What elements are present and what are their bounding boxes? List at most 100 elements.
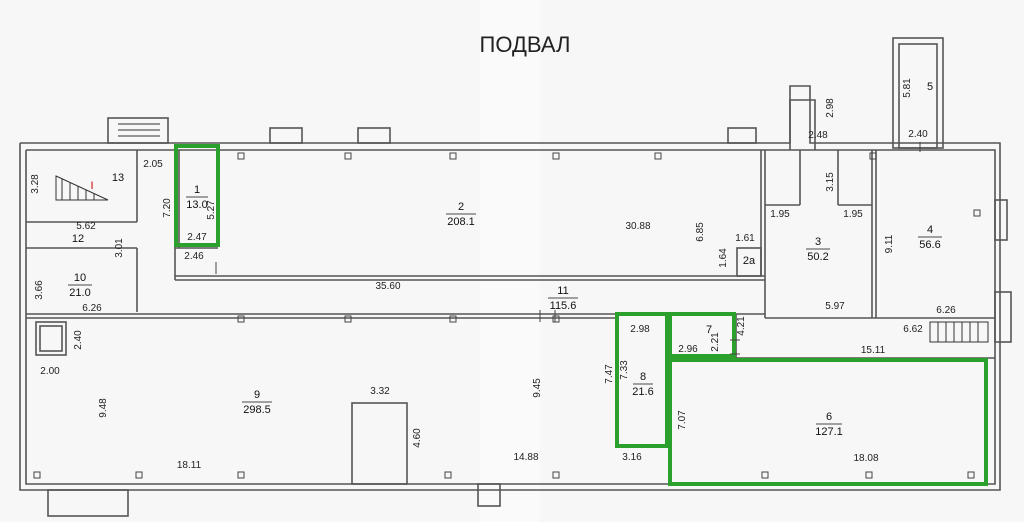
svg-text:1: 1 (194, 184, 200, 196)
room-label-8: 8 21.6 (632, 371, 653, 398)
svg-text:8: 8 (640, 371, 646, 383)
svg-text:50.2: 50.2 (807, 251, 828, 263)
room-label-13: 13 (112, 172, 124, 184)
dim-2-00: 2.00 (40, 366, 60, 377)
room-label-12: 12 (72, 233, 84, 245)
room-9-hatch-inner (39, 325, 63, 352)
svg-text:208.1: 208.1 (447, 216, 475, 228)
stairs-room-6 (929, 321, 989, 343)
dim-1-64: 1.64 (718, 248, 729, 268)
dim-2-05: 2.05 (143, 159, 163, 170)
dim-6-26-a: 6.26 (82, 303, 102, 314)
dim-5-27: 5.27 (206, 200, 217, 220)
shaft-walls (789, 99, 816, 150)
plan-title: ПОДВАЛ (480, 32, 571, 57)
light-well-3 (357, 127, 391, 144)
dim-2-21: 2.21 (710, 332, 721, 352)
highlight-room-1[interactable] (174, 144, 220, 247)
svg-text:127.1: 127.1 (815, 426, 843, 438)
room-label-4: 4 56.6 (918, 224, 942, 251)
dim-7-47: 7.47 (604, 364, 615, 384)
dim-2-98-b: 2.98 (630, 324, 650, 335)
right-entrance (994, 291, 1012, 343)
dim-3-01: 3.01 (114, 238, 125, 258)
dim-30-88: 30.88 (625, 221, 650, 232)
svg-text:115.6: 115.6 (550, 300, 577, 312)
dim-6-26-b: 6.26 (936, 305, 956, 316)
dim-18-11: 18.11 (177, 460, 202, 471)
room-label-2: 2 208.1 (446, 201, 476, 228)
stair-mark: I (90, 180, 93, 192)
svg-text:56.6: 56.6 (919, 239, 940, 251)
dim-35-60: 35.60 (375, 281, 400, 292)
room-9-door-frame (351, 402, 408, 485)
dim-15-11: 15.11 (861, 345, 886, 356)
highlight-room-6[interactable] (668, 358, 988, 486)
svg-text:298.5: 298.5 (243, 404, 271, 416)
dim-5-97: 5.97 (825, 301, 845, 312)
svg-text:3: 3 (815, 236, 821, 248)
highlight-room-8[interactable] (615, 312, 669, 448)
right-ledge (994, 199, 1008, 241)
dim-5-81: 5.81 (902, 78, 913, 98)
room-label-5: 5 (927, 81, 933, 93)
columns (33, 152, 981, 479)
svg-text:10: 10 (74, 272, 86, 284)
light-well-4 (727, 127, 757, 144)
dim-7-20: 7.20 (162, 198, 173, 218)
dim-14-88: 14.88 (513, 452, 538, 463)
dim-9-48: 9.48 (98, 398, 109, 418)
room-9-hatch (35, 321, 67, 356)
room-label-7: 7 (706, 324, 712, 336)
dim-1-95-a: 1.95 (770, 209, 790, 220)
svg-text:11: 11 (557, 285, 568, 297)
dimension-ticks (215, 142, 921, 355)
dim-2-48: 2.48 (808, 130, 828, 141)
room-label-1: 1 13.0 (186, 184, 208, 211)
room-label-11: 11 115.6 (548, 285, 578, 312)
stairs-top-left (118, 123, 160, 137)
dim-3-16: 3.16 (622, 452, 642, 463)
dim-2-40-a: 2.40 (908, 129, 928, 140)
svg-text:4: 4 (927, 224, 933, 236)
svg-text:2: 2 (458, 201, 464, 213)
dim-18-08: 18.08 (853, 453, 878, 464)
light-well-5 (477, 483, 501, 507)
dim-2-98-a: 2.98 (825, 98, 836, 118)
svg-text:21.0: 21.0 (69, 287, 90, 299)
light-well-2 (269, 127, 303, 144)
dim-2-96: 2.96 (678, 344, 698, 355)
paper-fold-strip (480, 0, 540, 522)
bottom-porch (47, 489, 129, 517)
highlighted-rooms (174, 144, 988, 486)
room-label-10: 10 21.0 (68, 272, 92, 299)
dim-1-95-b: 1.95 (843, 209, 863, 220)
stairs-room-13 (55, 175, 109, 201)
dimension-labels: 3.28 2.05 7.20 5.27 5.62 2.47 2.46 3.01 … (30, 78, 956, 471)
light-well-1 (107, 117, 169, 144)
dim-3-28: 3.28 (30, 174, 41, 194)
dim-5-62: 5.62 (76, 221, 96, 232)
highlight-room-7[interactable] (668, 312, 736, 358)
room-2a-walls (736, 247, 762, 277)
room-labels: 1 13.0 2 208.1 2а 3 50.2 4 56.6 5 6 127.… (68, 81, 942, 438)
dim-2-40-b: 2.40 (73, 330, 84, 350)
svg-text:21.6: 21.6 (632, 386, 653, 398)
svg-text:9: 9 (254, 389, 260, 401)
dim-1-61: 1.61 (735, 233, 755, 244)
dim-7-07: 7.07 (677, 410, 688, 430)
dim-9-11: 9.11 (884, 234, 895, 253)
dim-3-15: 3.15 (825, 172, 836, 192)
room-label-9: 9 298.5 (242, 389, 272, 416)
room-label-3: 3 50.2 (806, 236, 830, 263)
dim-6-85: 6.85 (695, 222, 706, 242)
svg-text:6: 6 (826, 411, 832, 423)
svg-text:13.0: 13.0 (186, 199, 207, 211)
dim-4-21: 4.21 (736, 316, 747, 336)
room-5-walls-inner (898, 43, 938, 149)
dim-3-32: 3.32 (370, 386, 390, 397)
dim-2-46: 2.46 (184, 251, 204, 262)
dim-2-47: 2.47 (187, 232, 207, 243)
dim-4-60: 4.60 (412, 428, 423, 448)
